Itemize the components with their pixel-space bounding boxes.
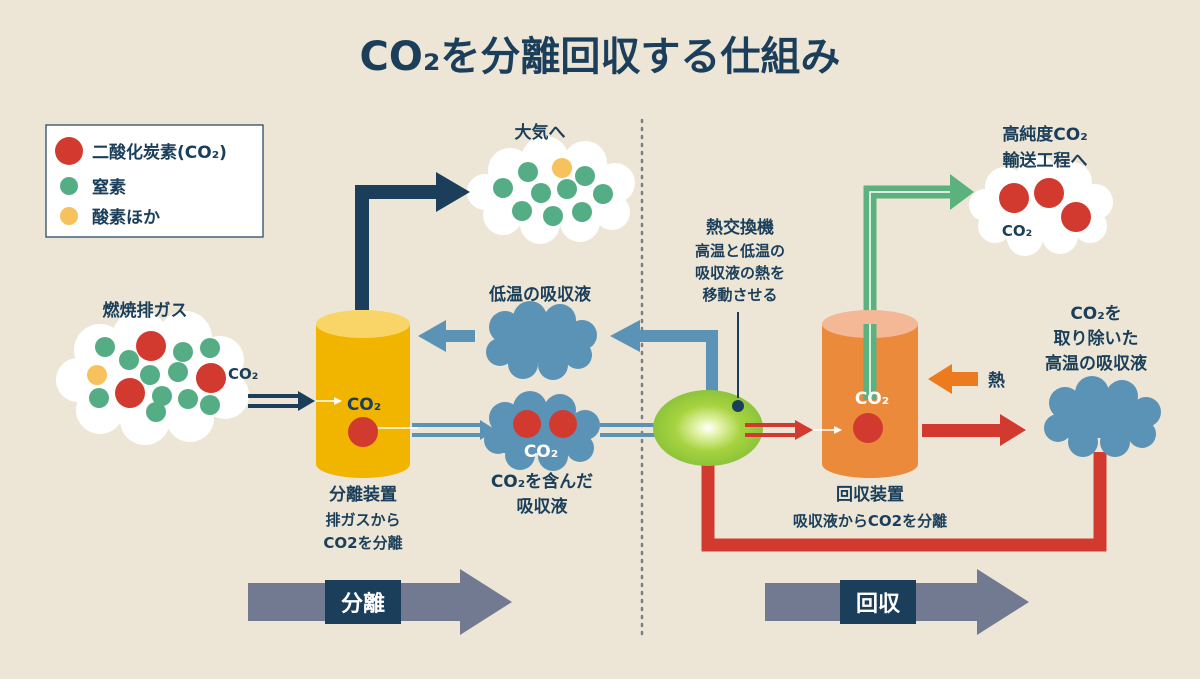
- high-purity-pipe-arrowhead: [950, 174, 974, 210]
- low-temp-return-arrowhead: [610, 320, 640, 352]
- heat-exchanger: [653, 390, 763, 466]
- high-purity-co2-label: CO₂: [1002, 222, 1032, 240]
- recovery-desc: 吸収液からCO2を分離: [793, 512, 947, 530]
- rich-to-exchanger-arrow: [600, 423, 692, 437]
- heat-exchanger-pointer-dot: [732, 400, 744, 412]
- rich-liquid-label-line2: 吸収液: [517, 496, 568, 517]
- low-temp-arrowhead: [418, 320, 446, 352]
- separator-vessel: [316, 310, 410, 478]
- separator-co2-molecule: [348, 417, 378, 447]
- exhaust-pipe: [355, 185, 440, 310]
- legend: 二酸化炭素(CO₂) 窒素 酸素ほか: [45, 124, 264, 238]
- recovery-stage-label: 回収: [856, 592, 901, 617]
- low-temp-liquid-label: 低温の吸収液: [488, 284, 591, 305]
- legend-oxygen-marker: [60, 207, 78, 225]
- separator-co2-label: CO₂: [347, 395, 381, 415]
- lean-liquid-cloud: [1044, 376, 1161, 457]
- rich-liquid-co2-molecule-1: [513, 410, 541, 438]
- recovery-co2-molecule: [853, 413, 883, 443]
- high-purity-label-line1: 高純度CO₂: [1002, 124, 1087, 145]
- rich-liquid-label-line1: CO₂を含んだ: [491, 471, 593, 492]
- separator-desc-line2: CO2を分離: [323, 534, 402, 552]
- lean-liquid-label-line3: 高温の吸収液: [1045, 353, 1147, 374]
- heat-arrow-head: [928, 364, 952, 394]
- legend-co2-label: 二酸化炭素(CO₂): [92, 142, 227, 163]
- low-temp-arrow-shaft: [445, 330, 475, 342]
- page-title: CO₂を分離回収する仕組み: [360, 34, 841, 80]
- lean-liquid-label-line2: 取り除いた: [1054, 328, 1139, 349]
- heat-exchanger-desc-line1: 高温と低温の: [695, 242, 785, 260]
- exhaust-co2-label: CO₂: [228, 365, 258, 383]
- low-temp-return-pipe: [638, 330, 718, 410]
- heat-arrow-shaft: [950, 372, 978, 386]
- separator-inlet-arrowhead: [334, 397, 342, 405]
- separator-name: 分離装置: [329, 484, 397, 505]
- separation-stage-label: 分離: [341, 591, 385, 617]
- recovery-to-lean-arrowhead: [1000, 414, 1026, 446]
- low-temp-liquid-cloud: [486, 301, 597, 380]
- lean-liquid-return-pipe: [701, 440, 1107, 552]
- legend-co2-marker: [55, 137, 83, 165]
- recovery-to-lean-arrow-shaft: [922, 424, 1004, 437]
- legend-oxygen-label: 酸素ほか: [92, 207, 160, 228]
- atmosphere-cloud: [467, 136, 635, 244]
- legend-nitrogen-marker: [60, 177, 78, 195]
- legend-nitrogen-label: 窒素: [92, 177, 126, 198]
- rich-liquid-co2-molecule-2: [549, 410, 577, 438]
- high-purity-label-line2: 輸送工程へ: [1003, 150, 1088, 171]
- recovery-name: 回収装置: [836, 484, 904, 505]
- heat-exchanger-desc-line3: 移動させる: [702, 286, 777, 304]
- separator-desc-line1: 排ガスから: [325, 511, 400, 529]
- heat-exchanger-title: 熱交換機: [706, 217, 774, 238]
- exhaust-pipe-arrowhead: [436, 172, 470, 212]
- recovery-inlet-arrowhead: [834, 426, 842, 434]
- separation-stage-arrow: [248, 569, 512, 635]
- exhaust-to-separator-arrow: [248, 391, 315, 411]
- exchanger-to-recovery-arrow: [745, 420, 813, 440]
- heat-exchanger-desc-line2: 吸収液の熱を: [695, 264, 785, 282]
- rich-liquid-cloud: [484, 391, 600, 471]
- high-purity-cloud: [969, 156, 1113, 256]
- separator-to-rich-arrow: [412, 420, 496, 440]
- lean-liquid-label-line1: CO₂を: [1070, 304, 1121, 324]
- atmosphere-label: 大気へ: [515, 122, 566, 143]
- exhaust-gas-label: 燃焼排ガス: [103, 300, 188, 321]
- exhaust-gas-cloud: [56, 310, 249, 445]
- rich-liquid-co2-label: CO₂: [524, 442, 558, 462]
- recovery-co2-label: CO₂: [855, 389, 889, 409]
- recovery-stage-arrow: [765, 569, 1029, 635]
- heat-label: 熱: [988, 370, 1005, 391]
